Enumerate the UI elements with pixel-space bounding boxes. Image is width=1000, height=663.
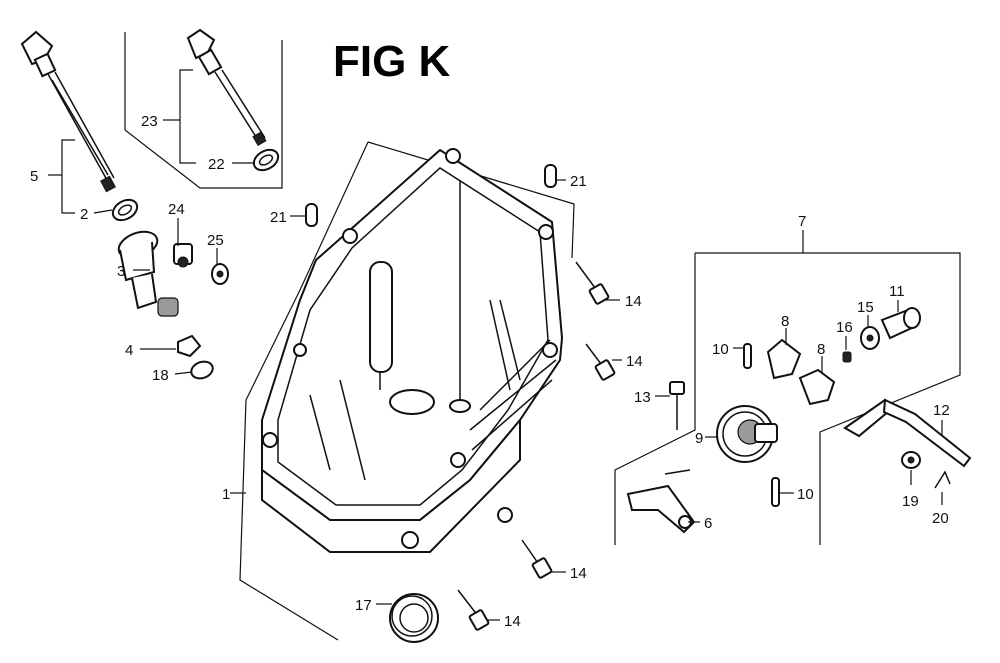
callout-10-b: 10 — [797, 486, 814, 503]
callout-13: 13 — [634, 389, 651, 406]
governor-arm-part-6 — [626, 469, 696, 534]
bolt-part-14-c — [521, 539, 553, 579]
callout-19: 19 — [902, 493, 919, 510]
crankcase-cover-part-1 — [239, 141, 575, 641]
bolt-part-14-a — [575, 261, 610, 305]
callout-14-a: 14 — [625, 293, 642, 310]
dowel-pin-part-21-right — [544, 164, 557, 188]
governor-gear-part-9 — [716, 405, 778, 463]
washer-part-25 — [211, 263, 229, 285]
governor-weight-part-8-a — [766, 338, 802, 380]
callout-11: 11 — [889, 283, 905, 300]
callout-6: 6 — [704, 515, 712, 532]
callout-21-left: 21 — [270, 209, 287, 226]
callout-17: 17 — [355, 597, 372, 614]
pin-part-20 — [934, 470, 951, 489]
callout-24: 24 — [168, 201, 185, 218]
clip-part-16 — [842, 351, 852, 363]
callout-labels: 5 2 23 22 3 24 25 4 18 21 21 14 14 14 14… — [30, 113, 950, 630]
bolt-part-13 — [669, 381, 685, 430]
bolt-part-24 — [173, 243, 193, 268]
callout-8-a: 8 — [781, 313, 789, 330]
callout-7: 7 — [798, 213, 806, 230]
leader-lines — [48, 69, 943, 621]
o-ring-part-2 — [111, 198, 139, 222]
figure-title: FIG K — [333, 37, 451, 86]
callout-25: 25 — [207, 232, 224, 249]
callout-3: 3 — [117, 263, 125, 280]
callout-12: 12 — [933, 402, 950, 419]
o-ring-part-18 — [190, 360, 214, 380]
governor-shaft-part-12 — [843, 398, 972, 468]
callout-23: 23 — [141, 113, 158, 130]
bolt-part-14-b — [585, 343, 616, 381]
callout-22: 22 — [208, 156, 225, 173]
dipstick-assembly-part-23 — [186, 28, 267, 147]
callout-14-d: 14 — [504, 613, 521, 630]
governor-assembly-box-part-7 — [614, 252, 961, 545]
callout-9: 9 — [695, 430, 703, 447]
dowel-pin-part-21-left — [305, 203, 318, 227]
washer-part-15 — [860, 326, 880, 350]
pin-part-10-b — [771, 477, 780, 507]
oil-filler-neck-part-3 — [117, 230, 179, 317]
callout-5: 5 — [30, 168, 38, 185]
callout-14-b: 14 — [626, 353, 643, 370]
callout-1: 1 — [222, 486, 230, 503]
bolt-part-14-d — [457, 589, 490, 631]
pin-part-10-a — [743, 343, 752, 369]
callout-4: 4 — [125, 342, 133, 359]
governor-slider-part-11 — [880, 307, 921, 340]
callout-8-b: 8 — [817, 341, 825, 358]
callout-15: 15 — [857, 299, 874, 316]
dipstick-assembly-part-5 — [20, 30, 116, 193]
callout-14-c: 14 — [570, 565, 587, 582]
dipstick-inset-box — [124, 32, 283, 189]
nut-part-19 — [901, 451, 921, 469]
callout-21-right: 21 — [570, 173, 587, 190]
callout-10-a: 10 — [712, 341, 729, 358]
callout-16: 16 — [836, 319, 853, 336]
o-ring-part-22 — [252, 148, 280, 172]
governor-weight-part-8-b — [798, 368, 836, 406]
callout-20: 20 — [932, 510, 949, 527]
callout-18: 18 — [152, 367, 169, 384]
clip-part-4 — [177, 334, 202, 358]
callout-2: 2 — [80, 206, 88, 223]
oil-seal-part-17 — [389, 593, 439, 643]
